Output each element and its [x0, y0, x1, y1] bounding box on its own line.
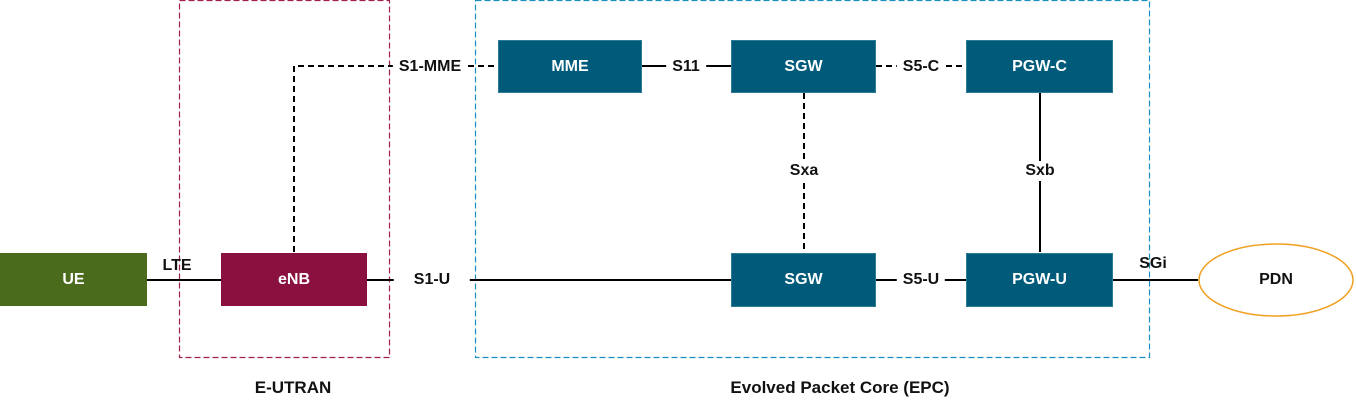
ue-node: UE	[0, 253, 147, 306]
sgw-c-node: SGW	[731, 40, 876, 93]
sgw-u-label: SGW	[784, 271, 823, 288]
enb-node: eNB	[221, 253, 367, 306]
pdn-ellipse	[1198, 243, 1354, 317]
sxb-interface-label: Sxb	[1019, 161, 1061, 181]
enb-label: eNB	[277, 270, 310, 288]
eutran-caption: E-UTRAN	[254, 378, 332, 397]
s1-mme-interface-label: S1-MME	[392, 57, 468, 77]
pgw-u-node: PGW-U	[966, 253, 1113, 307]
epc-caption: Evolved Packet Core (EPC)	[730, 378, 950, 397]
sgi-interface-label: SGi	[1139, 255, 1167, 272]
pgw-c-label: PGW-C	[1012, 57, 1067, 75]
eutran-region-border	[178, 0, 391, 359]
s11-interface-label: S11	[666, 57, 706, 77]
pdn-label: PDN	[1259, 271, 1293, 288]
ue-label: UE	[62, 270, 85, 288]
lte-interface-label: LTE	[162, 257, 192, 274]
s5-c-interface-label: S5-C	[896, 57, 946, 77]
sgw-u-node: SGW	[731, 253, 876, 307]
mme-node: MME	[498, 40, 642, 93]
sgw-c-label: SGW	[784, 57, 823, 75]
s5-u-interface-label: S5-U	[896, 270, 946, 290]
pdn-node: PDN	[1199, 244, 1353, 316]
epc-region-border	[474, 0, 1151, 359]
mme-label: MME	[551, 57, 589, 75]
s1-u-interface-label: S1-U	[393, 270, 471, 290]
sxa-interface-label: Sxa	[783, 161, 825, 181]
pgw-c-node: PGW-C	[966, 40, 1113, 93]
s1-mme-link	[293, 65, 498, 252]
pgw-u-label: PGW-U	[1012, 271, 1067, 288]
